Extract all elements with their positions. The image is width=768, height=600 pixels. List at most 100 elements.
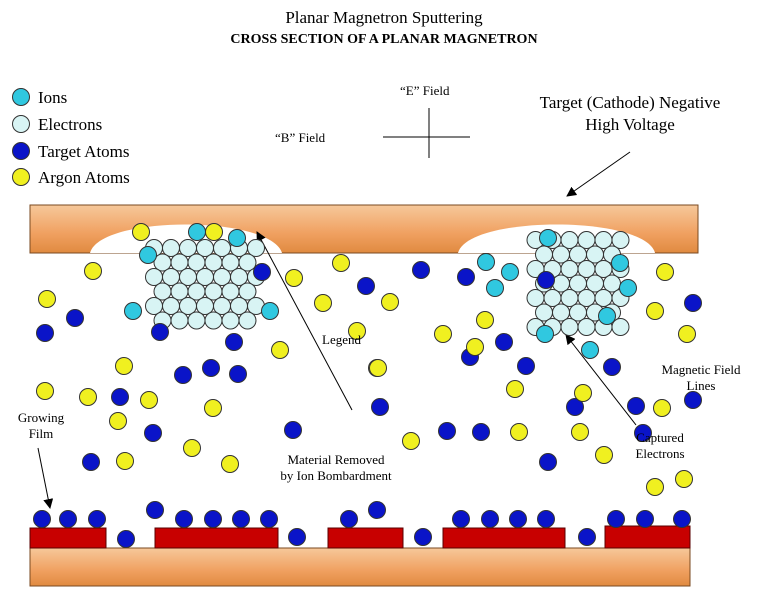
substrate [29,547,691,587]
target-atom [340,510,358,528]
target-atom [144,424,162,442]
electron [221,311,240,330]
target-atom [673,510,691,528]
material-removed-label-line2: by Ion Bombardment [280,468,392,483]
target-atom [36,324,54,342]
target-atom [59,510,77,528]
target-atom [174,366,192,384]
ion [501,263,519,281]
legend-pointer-label: Legend [322,332,361,347]
electron [577,318,596,336]
e-field-label: “E” Field [400,83,450,98]
target-atom [537,271,555,289]
ion [261,302,279,320]
target-atom [452,510,470,528]
target-atom [472,423,490,441]
ion [611,254,629,272]
growing-film-label-line2: Film [28,426,54,441]
target-atom [284,421,302,439]
electron [187,311,206,330]
ion [486,279,504,297]
argon-atom [402,432,420,450]
target-atom [33,510,51,528]
argon-atom [314,294,332,312]
legend-swatch-argon-atoms [12,168,30,186]
argon-atom [332,254,350,272]
target-atom [225,333,243,351]
captured-electrons-label-line1: Captured [636,430,684,445]
legend-label-ions: Ions [38,88,68,107]
target-atom [151,323,169,341]
argon-atom [678,325,696,343]
electron [204,311,223,330]
argon-atom [115,357,133,375]
electron [170,311,189,330]
target-atom [412,261,430,279]
ion [124,302,142,320]
film-segment-4 [442,527,566,549]
target-atom [88,510,106,528]
argon-atom [675,470,693,488]
argon-atom [434,325,452,343]
argon-atom [205,223,223,241]
ion [477,253,495,271]
target-atom [539,453,557,471]
argon-atom [140,391,158,409]
ion [581,341,599,359]
target-atom [495,333,513,351]
material-removed-label-line1: Material Removed [287,452,385,467]
argon-atom [116,452,134,470]
diagram-subtitle: CROSS SECTION OF A PLANAR MAGNETRON [230,32,538,47]
target-atom [371,398,389,416]
target-atom [438,422,456,440]
ion [598,307,616,325]
target-atom [357,277,375,295]
electron [611,318,630,336]
magnetic-field-label-line2: Lines [686,378,716,393]
target-atom [66,309,84,327]
target-atom [684,294,702,312]
magnetic-field-label-line1: Magnetic Field [661,362,741,377]
target-atom [457,268,475,286]
ion [228,229,246,247]
argon-atom [204,399,222,417]
argon-atom [109,412,127,430]
argon-atom [285,269,303,287]
legend-swatch-electrons [12,115,30,133]
argon-atom [79,388,97,406]
argon-atom [595,446,613,464]
argon-atom [132,223,150,241]
target-atom [117,530,135,548]
captured-electrons-label-line2: Electrons [635,446,685,461]
ion [139,246,157,264]
target-atom [603,358,621,376]
target-atom [509,510,527,528]
target-atom [232,510,250,528]
legend-pointer-arrow [256,231,353,411]
legend-swatch-ions [12,88,30,106]
legend-label-electrons: Electrons [38,115,103,134]
electron [560,318,579,336]
target-atom [175,510,193,528]
target-pointer-arrow [566,151,631,197]
argon-atom [348,322,366,340]
argon-atom [38,290,56,308]
target-atom [202,359,220,377]
legend-label-argon-atoms: Argon Atoms [38,168,130,187]
electron [238,282,257,301]
electron [238,253,257,272]
target-label-line1: Target (Cathode) Negative [539,93,721,112]
target-atom [481,510,499,528]
ion [188,223,206,241]
target-atom [566,398,584,416]
target-atom [82,453,100,471]
argon-atom [510,423,528,441]
magnetic-field-label: Magnetic Field Lines [646,362,756,394]
target-atom [111,388,129,406]
argon-atom [571,423,589,441]
argon-atom [36,382,54,400]
target-atom [684,391,702,409]
argon-atom [183,439,201,457]
argon-atom [574,384,592,402]
target-atom [253,263,271,281]
